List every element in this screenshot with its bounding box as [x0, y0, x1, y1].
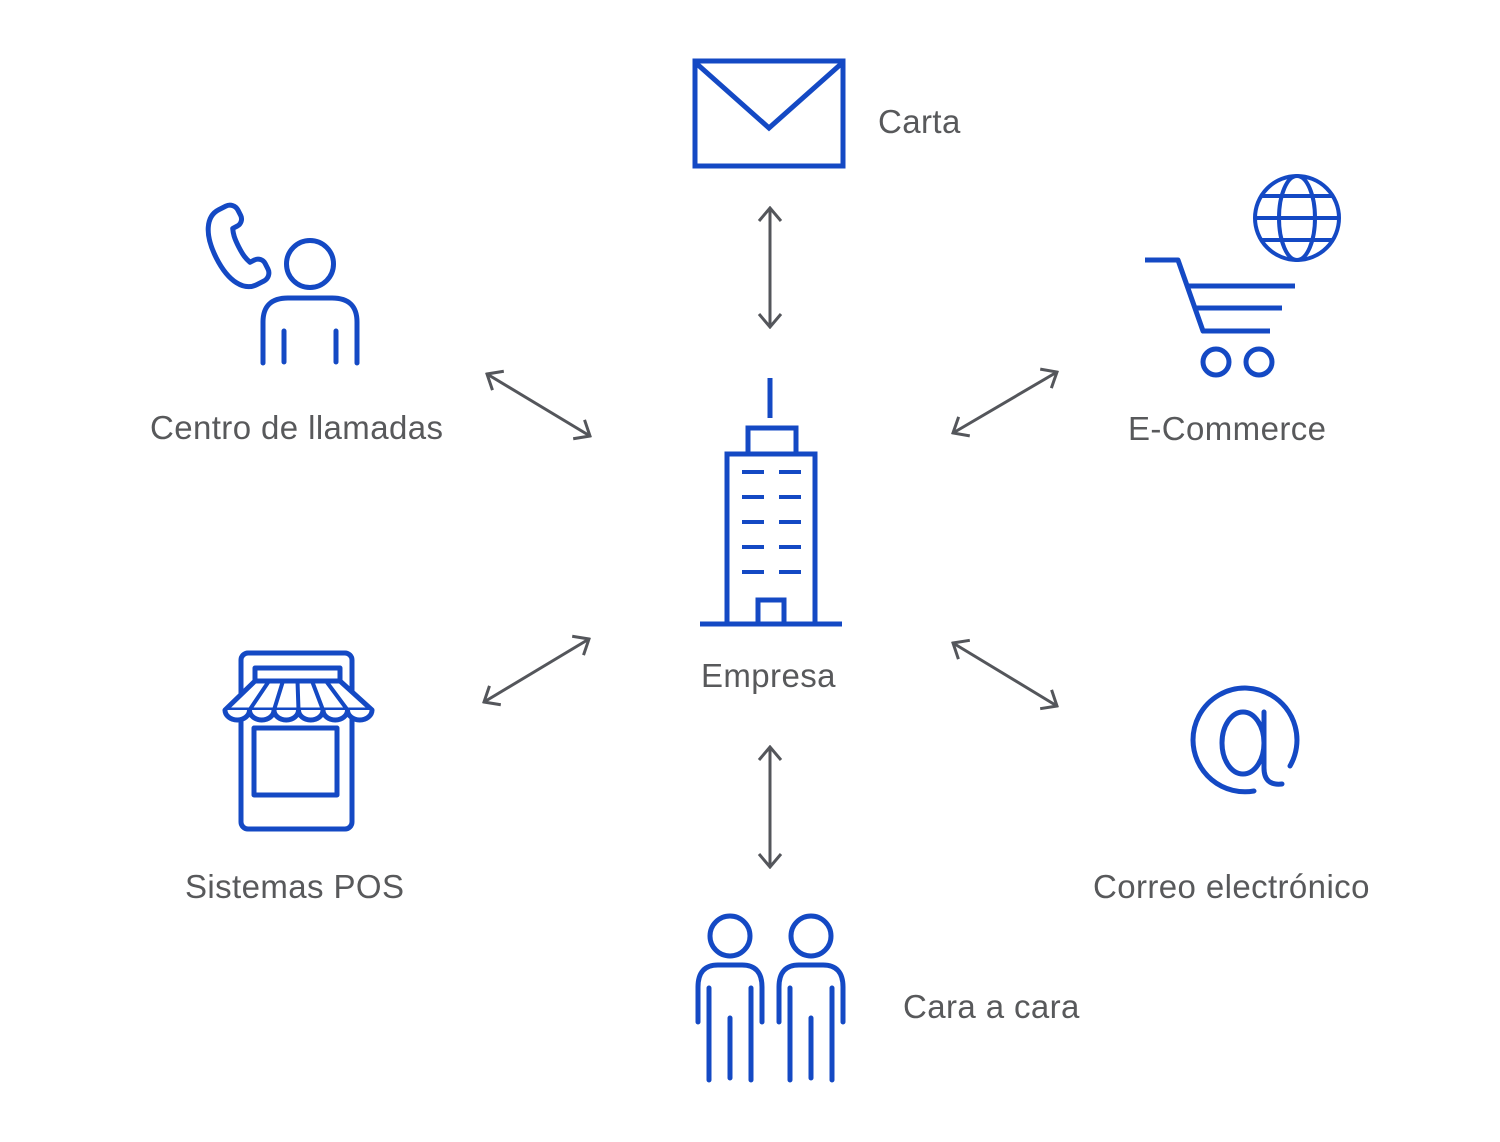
at-sign-icon — [1190, 685, 1300, 795]
person-icon — [776, 913, 846, 1083]
person-icon — [695, 913, 765, 1083]
shopping-cart-icon — [1145, 257, 1295, 378]
label-centro-de-llamadas: Centro de llamadas — [150, 409, 444, 446]
arrow-empresa-correo-electronico — [953, 643, 1057, 706]
label-cara-a-cara: Cara a cara — [903, 988, 1080, 1025]
label-sistemas-pos: Sistemas POS — [185, 868, 405, 905]
storefront-icon — [222, 650, 375, 832]
globe-icon — [1253, 174, 1341, 262]
label-carta: Carta — [878, 103, 961, 140]
two-people-icon — [695, 913, 846, 1083]
envelope-icon — [692, 58, 846, 169]
label-e-commerce: E-Commerce — [1128, 410, 1327, 447]
arrow-empresa-sistemas-pos — [484, 639, 589, 702]
label-correo-electronico: Correo electrónico — [1093, 868, 1370, 905]
phone-agent-icon — [205, 202, 360, 366]
handset-icon — [205, 202, 272, 290]
office-building-icon — [700, 378, 842, 627]
cart-globe-icon — [1145, 174, 1341, 378]
label-empresa: Empresa — [701, 657, 836, 694]
connector-arrows — [484, 208, 1057, 867]
arrow-empresa-centro-de-llamadas — [487, 374, 590, 436]
arrow-empresa-e-commerce — [953, 372, 1057, 433]
